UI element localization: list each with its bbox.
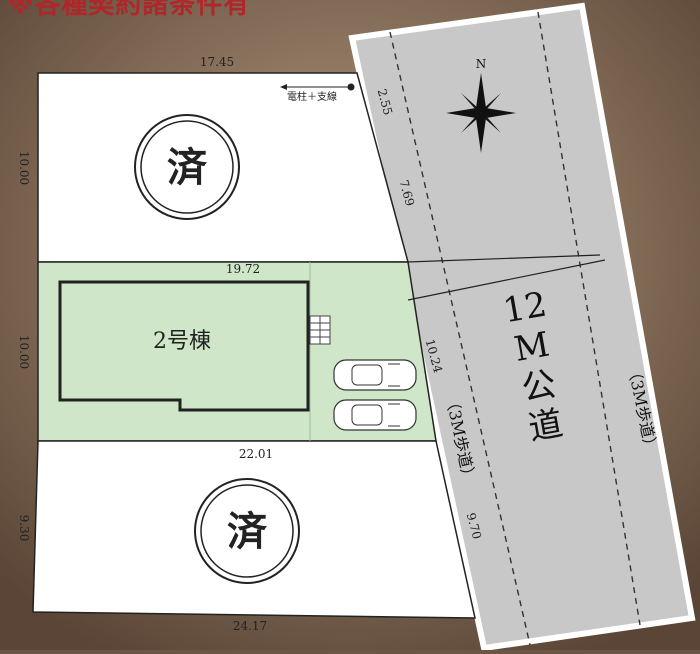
car-icon (333, 359, 417, 391)
svg-text:電柱＋支線: 電柱＋支線 (287, 90, 337, 103)
sidewalk-line-left (389, 31, 531, 646)
dim-north-top: 17.45 (200, 55, 234, 69)
dim-road-north-b: 7.69 (397, 178, 417, 207)
road-label: 12 M 公 道 (500, 284, 566, 448)
svg-text:12: 12 (500, 284, 550, 331)
dim-south-bottom: 24.17 (233, 619, 267, 633)
svg-text:公: 公 (519, 364, 559, 409)
car-icon (333, 399, 417, 431)
conditions-notice: ※各種契約諸条件有 (8, 0, 251, 20)
building-2-label: 2号棟 (153, 329, 211, 354)
dim-south-top: 22.01 (239, 447, 273, 461)
svg-text:N: N (476, 57, 487, 71)
dim-south-side: 9.30 (17, 515, 31, 542)
svg-text:済: 済 (167, 144, 208, 191)
stairs-icon (309, 315, 331, 345)
compass-icon: N (446, 57, 516, 153)
sold-badge-south: 済 (194, 478, 300, 584)
dim-north-side: 10.00 (17, 151, 31, 185)
sidewalk-line-right (537, 11, 641, 626)
dim-2-inner: 19.72 (226, 262, 260, 276)
road-12m (348, 2, 696, 652)
dim-road-north-a: 2.55 (375, 87, 395, 116)
svg-text:M: M (511, 325, 552, 370)
svg-text:道: 道 (526, 403, 566, 448)
sold-badge-north: 済 (134, 114, 240, 220)
lot-boundary-road-north (407, 254, 601, 263)
utility-pole: 電柱＋支線 (280, 83, 355, 103)
dim-2-side: 10.00 (17, 335, 31, 369)
dim-road-south: 9.70 (464, 511, 484, 540)
lot-boundary-road (407, 259, 606, 301)
svg-text:済: 済 (227, 508, 268, 555)
building-2 (58, 280, 310, 412)
